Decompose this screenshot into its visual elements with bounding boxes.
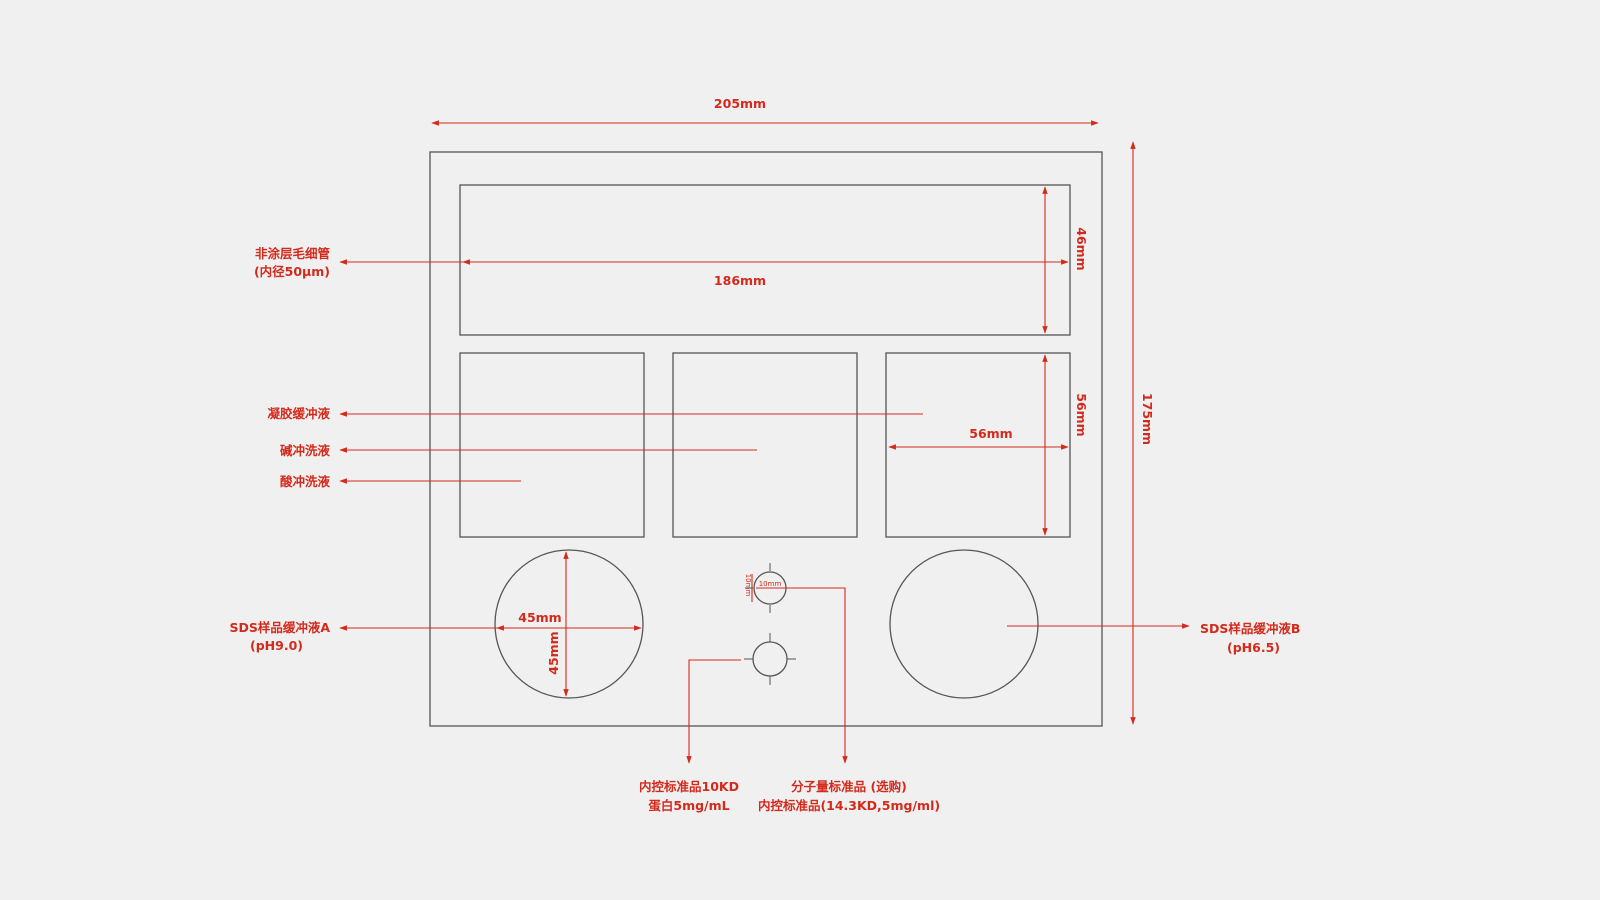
internal-standard-label-line1: 内控标准品10KD (639, 779, 739, 794)
acid-wash-label: 酸冲洗液 (280, 474, 331, 489)
alkaline-wash-label: 碱冲洗液 (280, 443, 331, 458)
total-width-label: 205mm (714, 96, 766, 111)
capillary-label-line2: (内径50μm) (254, 264, 330, 279)
square-height-label: 56mm (1074, 393, 1089, 436)
internal-standard-label-line2: 蛋白5mg/mL (648, 798, 729, 813)
small-circle-width-label: 10mm (759, 580, 782, 588)
total-height-label: 175mm (1140, 393, 1155, 445)
capillary-height-label: 46mm (1074, 227, 1089, 270)
buffer-slot-right (885, 352, 1071, 538)
mw-standard-label-line2: 内控标准品(14.3KD,5mg/ml) (758, 798, 940, 813)
internal-standard-leader-line (686, 659, 741, 764)
square-width-label: 56mm (969, 426, 1012, 441)
tray-outer-outline (429, 151, 1103, 727)
sds-buffer-b-label-line1: SDS样品缓冲液B (1200, 621, 1300, 636)
circle-height-label: 45mm (546, 631, 561, 674)
buffer-slot-middle (672, 352, 858, 538)
sds-buffer-a-label-line1: SDS样品缓冲液A (229, 620, 330, 635)
sds-buffer-b-well (889, 549, 1039, 699)
capillary-length-label: 186mm (714, 273, 766, 288)
capillary-slot (459, 184, 1071, 336)
sds-buffer-a-label-line2: (pH9.0) (250, 638, 303, 653)
gel-buffer-slot-left (459, 352, 645, 538)
capillary-label-line1: 非涂层毛细管 (255, 246, 330, 261)
sds-buffer-a-well (494, 549, 644, 699)
gel-buffer-label: 凝胶缓冲液 (267, 406, 330, 421)
circle-width-label: 45mm (518, 610, 561, 625)
internal-standard-well (752, 641, 788, 677)
mw-standard-label-line1: 分子量标准品 (选购) (791, 779, 907, 794)
small-circle-height-label: 10mm (744, 574, 752, 597)
sds-buffer-b-label-line2: (pH6.5) (1227, 640, 1280, 655)
mw-standard-leader-line (770, 587, 848, 764)
